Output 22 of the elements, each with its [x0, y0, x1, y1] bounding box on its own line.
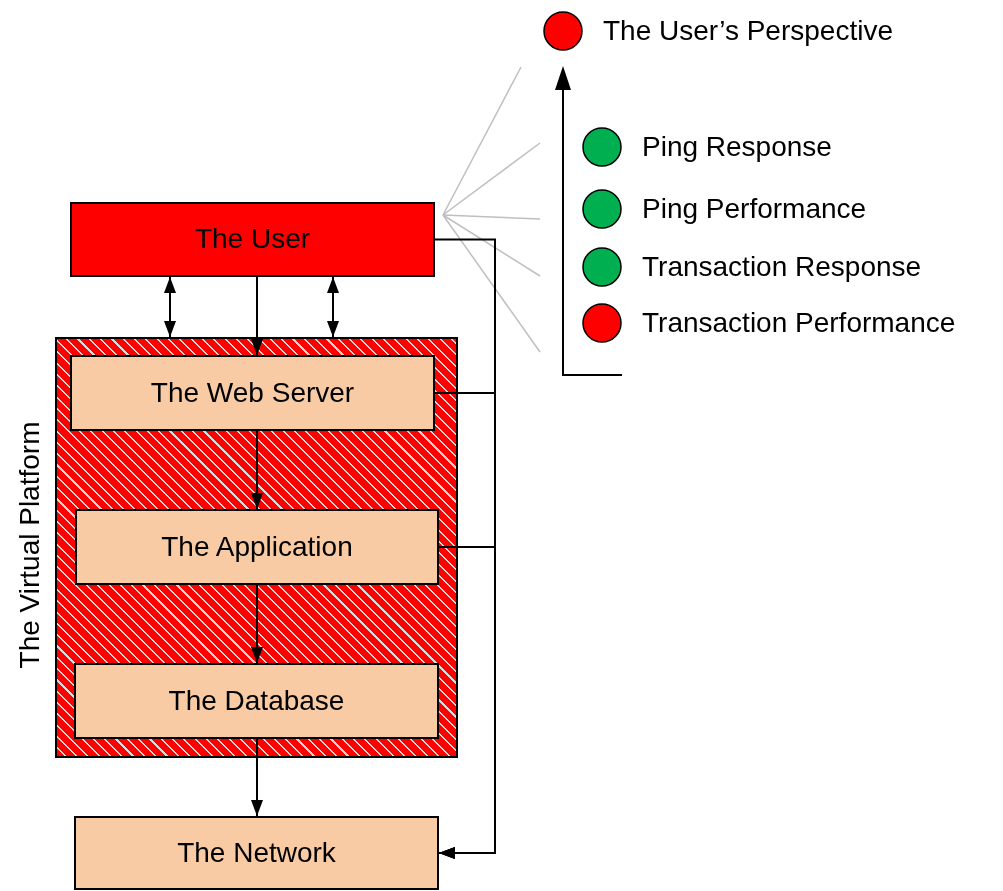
box-label: The Application [161, 531, 353, 563]
arrow [251, 584, 263, 664]
legend-label: Ping Performance [642, 193, 867, 225]
box-label: The Database [168, 685, 345, 717]
process-box [74, 663, 439, 739]
arrow [251, 430, 263, 510]
legend-label: Transaction Performance [642, 307, 956, 339]
arrow [327, 276, 339, 338]
process-box [74, 816, 439, 890]
arrow [164, 276, 176, 338]
vertical-label: The Virtual Platform [14, 421, 46, 669]
box-label: The Network [177, 837, 336, 869]
arrow [251, 276, 263, 356]
box-label: The Web Server [150, 377, 355, 409]
process-box [70, 355, 435, 431]
box-label: The User [194, 224, 311, 255]
legend-label: Transaction Response [642, 251, 922, 283]
process-box [75, 509, 439, 585]
legend-label: The User’s Perspective [603, 15, 893, 47]
user-box [70, 202, 435, 277]
legend-label: Ping Response [642, 131, 832, 163]
arrow [251, 738, 263, 817]
